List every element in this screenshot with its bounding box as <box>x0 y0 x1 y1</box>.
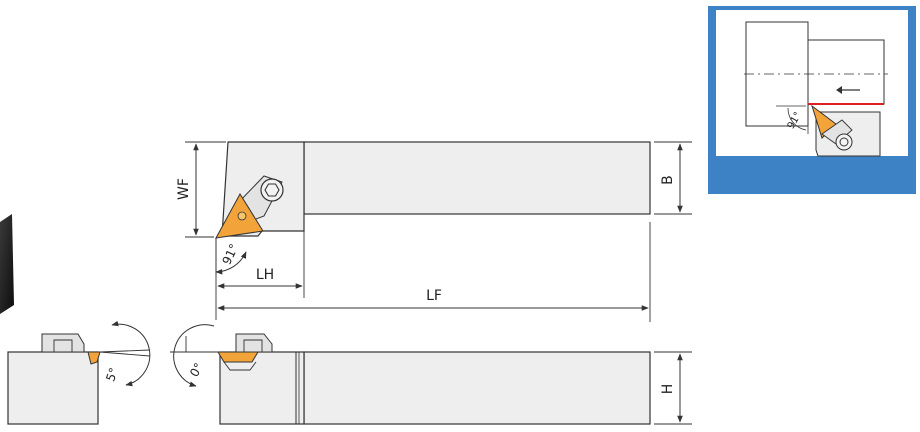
holder-side-view: 0° H <box>170 324 692 425</box>
angle-label-rake: 0° <box>187 361 206 380</box>
application-inset: 91° <box>708 6 916 194</box>
dimension-label-lh: LH <box>256 267 274 283</box>
holder-end-view: 5° <box>7 320 151 425</box>
holder-top-view: 91° WF B LH LF <box>176 141 692 322</box>
arrow-left-icon <box>836 86 860 94</box>
hex-screw-icon <box>835 133 853 151</box>
dimension-label-h: H <box>660 384 676 395</box>
dimension-label-b: B <box>660 175 676 185</box>
hex-screw-icon <box>260 178 284 202</box>
holder-3d-render <box>0 214 14 314</box>
insert-end <box>87 351 101 365</box>
holder-shank-side <box>303 351 651 425</box>
holder-shank-top <box>303 141 651 215</box>
dimension-label-lf: LF <box>426 288 442 304</box>
holder-head-side <box>219 351 305 425</box>
angle-label-clearance: 5° <box>103 366 121 384</box>
dimension-label-wf: WF <box>176 178 192 200</box>
insert-side <box>217 351 259 363</box>
